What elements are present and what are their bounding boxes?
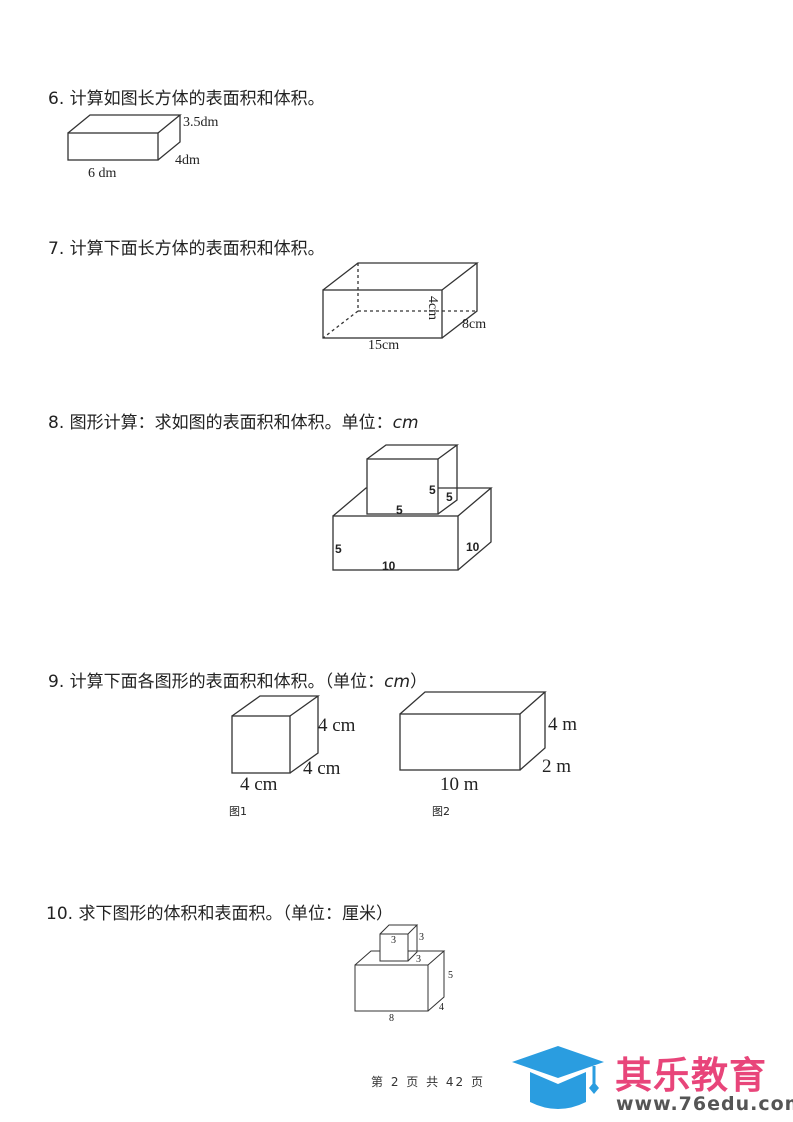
question-7: 7. 计算下面长方体的表面积和体积。 [48,239,325,259]
label: 4 cm [303,758,341,779]
label: 3 [419,932,424,943]
figure-caption: 图1 [229,805,247,818]
question-9: 9. 计算下面各图形的表面积和体积。（单位：cm） [48,672,428,692]
question-10: 10. 求下图形的体积和表面积。（单位：厘米） [46,904,393,924]
label: 5 [429,483,436,497]
label: 4 m [548,714,578,735]
label: 15cm [368,338,400,353]
question-8: 8. 图形计算：求如图的表面积和体积。单位：cm [48,413,419,433]
question-6: 6. 计算如图长方体的表面积和体积。 [48,89,325,109]
label: 4 [439,1002,444,1013]
label: 3 [416,954,421,965]
stacked-figure-8 [332,444,493,571]
cube-figure-9-1 [231,695,321,774]
label: 4 cm [240,774,278,795]
stacked-figure-10 [354,924,446,1012]
page-number: 第 2 页 共 42 页 [371,1075,485,1089]
label: 4 cm [318,715,356,736]
label: 5 [448,970,453,981]
label: 3.5dm [183,115,219,130]
label: 4cm [425,295,441,321]
label: 3 [391,935,396,946]
cuboid-figure-9-2 [399,691,547,771]
label: 8 [389,1013,394,1024]
label: 5 [446,490,453,504]
label: 4dm [175,153,200,168]
graduation-cap-icon [512,1046,604,1109]
label: 6 dm [88,166,117,181]
label: 10 [382,559,396,573]
logo-name: 其乐教育 [615,1054,767,1097]
label: 5 [396,503,403,517]
label: 10 m [440,774,479,795]
cuboid-figure-6 [67,114,182,161]
cuboid-figure-7 [322,262,479,339]
logo-url: www.76edu.com [616,1093,793,1115]
label: 10 [466,540,480,554]
label: 2 m [542,756,572,777]
label: 5 [335,542,342,556]
figure-caption: 图2 [432,805,450,818]
label: 8cm [462,317,487,332]
